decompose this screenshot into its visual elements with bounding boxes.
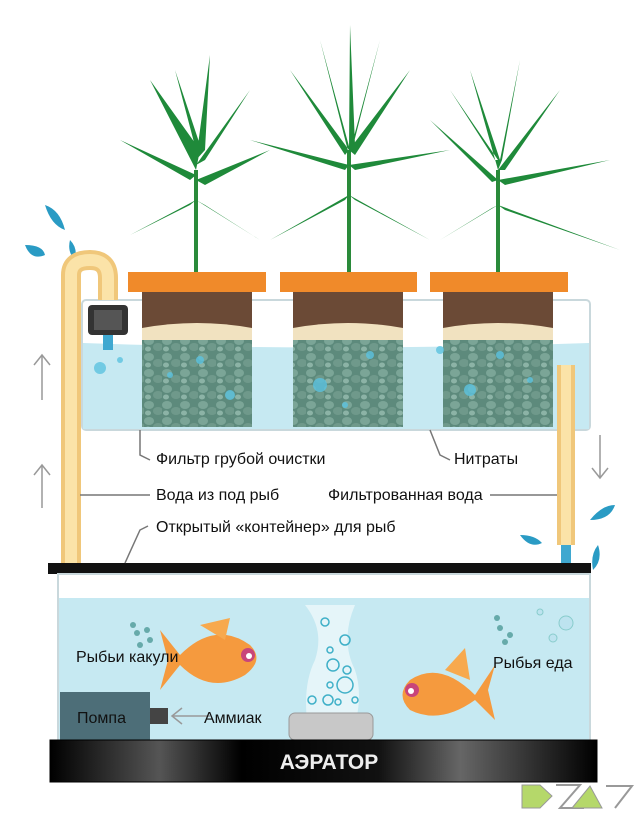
arrow-down-icon <box>591 435 609 480</box>
label-coarse-filter: Фильтр грубой очистки <box>156 451 325 468</box>
bubbles-tank <box>536 608 574 643</box>
label-aerator: АЭРАТОР <box>280 751 379 774</box>
label-water-from-fish: Вода из под рыб <box>156 487 279 504</box>
pot-middle <box>280 272 417 427</box>
flow-arrows <box>33 353 609 508</box>
fish-right <box>402 648 495 720</box>
aerator-stone <box>288 712 374 741</box>
shelf <box>48 563 591 574</box>
label-leaders <box>80 429 557 564</box>
label-open-container: Открытый «контейнер» для рыб <box>156 519 396 536</box>
plant-right <box>430 60 620 275</box>
pots <box>94 272 568 427</box>
arrow-up-icon <box>33 353 51 400</box>
label-pump: Помпа <box>77 710 126 727</box>
arrow-up-icon <box>33 463 51 508</box>
fish-left <box>160 618 257 690</box>
plant-middle <box>250 25 450 275</box>
pot-left <box>128 272 266 427</box>
label-ammonia: Аммиак <box>204 710 263 727</box>
pump-intake <box>150 708 168 724</box>
label-fish-food: Рыбья еда <box>493 655 573 672</box>
bubbles-bed <box>94 346 533 408</box>
aerator-base <box>49 739 598 783</box>
pot-right <box>430 272 568 427</box>
label-nitrates: Нитраты <box>454 451 518 468</box>
label-fish-waste: Рыбьи какули <box>76 649 178 666</box>
fish-waste-icon <box>130 615 513 648</box>
water-drops-top <box>25 205 76 260</box>
plants <box>120 25 620 275</box>
pump <box>60 692 150 741</box>
dzag-logo <box>521 784 635 809</box>
inlet-pipe <box>61 249 128 580</box>
aerator-bubbles <box>307 617 359 706</box>
fish-tank <box>57 573 591 743</box>
plant-left <box>120 55 270 275</box>
label-filtered-water: Фильтрованная вода <box>328 487 483 504</box>
arrow-left-icon <box>170 707 210 725</box>
